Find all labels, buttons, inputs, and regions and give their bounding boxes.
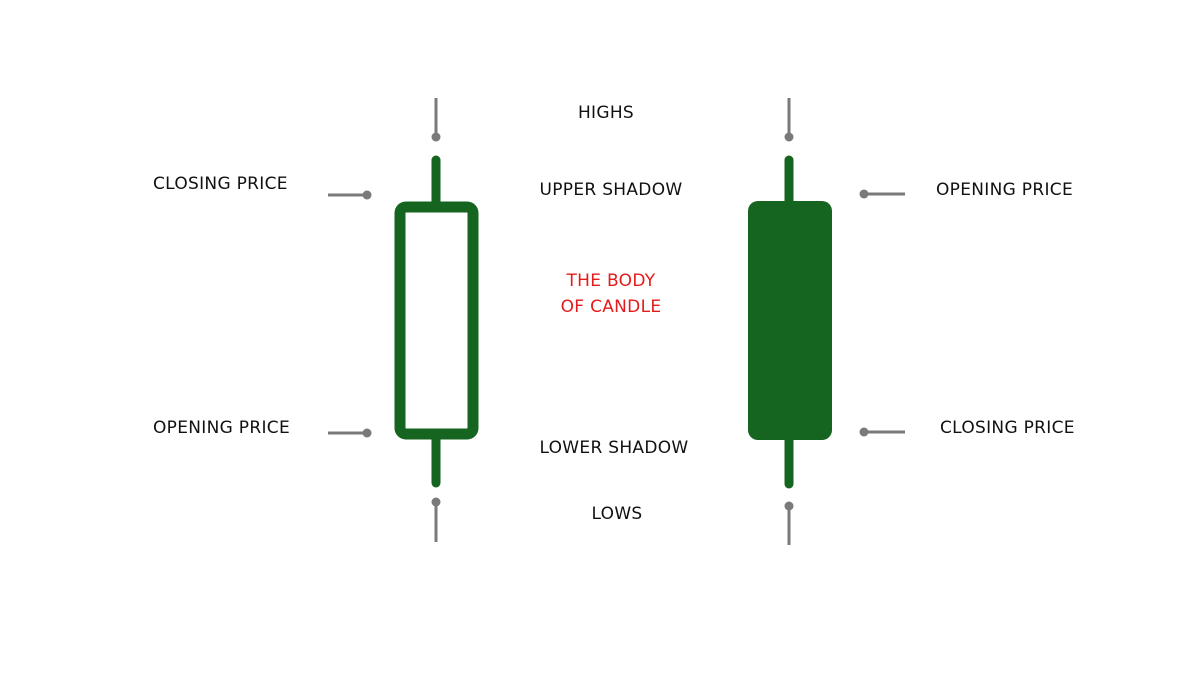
left-candle	[394, 155, 479, 488]
left-closing-price-label: CLOSING PRICE	[153, 174, 288, 194]
body-of-candle-label: THE BODY OF CANDLE	[561, 268, 662, 320]
right-closing-price-pointer	[859, 427, 905, 437]
left-low-pointer	[431, 497, 441, 542]
left-closing-price-pointer	[328, 190, 372, 200]
right-high-pointer	[784, 98, 794, 142]
left-candle-body	[394, 201, 479, 440]
left-opening-price-label: OPENING PRICE	[153, 418, 290, 438]
upper-shadow-label: UPPER SHADOW	[539, 180, 683, 200]
body-label-line-2: OF CANDLE	[560, 297, 662, 317]
lows-label: LOWS	[591, 504, 643, 524]
left-opening-price-pointer	[328, 428, 372, 438]
right-candle-body	[748, 201, 832, 440]
lower-shadow-label: LOWER SHADOW	[539, 438, 689, 458]
right-low-pointer	[784, 501, 794, 545]
right-opening-price-label: OPENING PRICE	[936, 180, 1073, 200]
left-high-pointer	[431, 98, 441, 142]
highs-label: HIGHS	[577, 103, 635, 123]
right-candle	[748, 155, 832, 489]
body-label-line-1: THE BODY	[566, 271, 656, 291]
right-closing-price-label: CLOSING PRICE	[940, 418, 1075, 438]
right-opening-price-pointer	[859, 189, 905, 199]
